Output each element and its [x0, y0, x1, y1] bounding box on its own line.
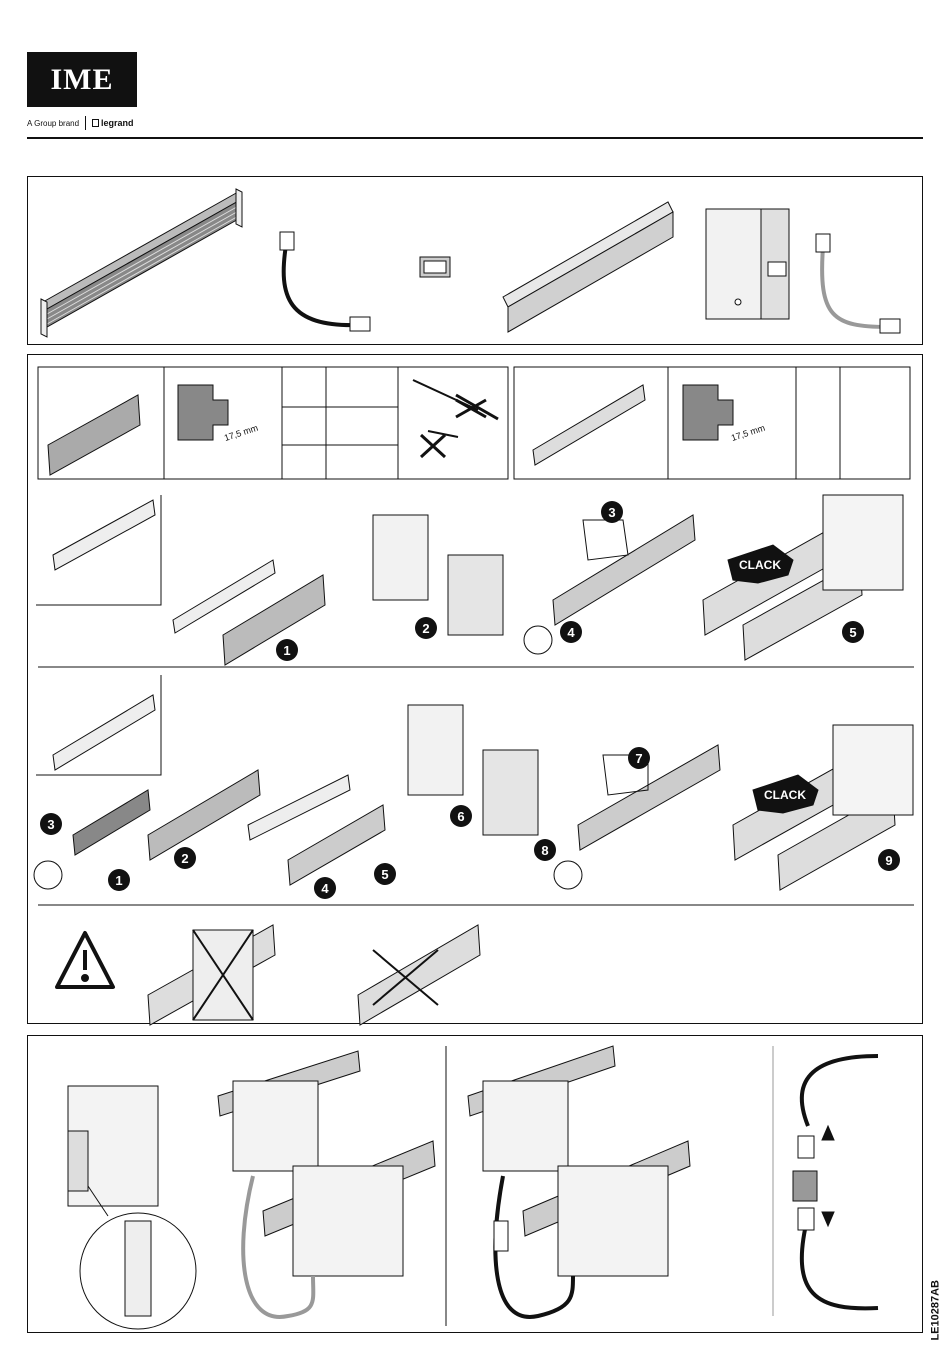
step-badge: 7 [628, 747, 650, 769]
step-badge: 4 [314, 877, 336, 899]
rail-detail-top [36, 495, 161, 605]
step-badge: 3 [40, 813, 62, 835]
step5-illustration [703, 495, 903, 660]
warning-icon [57, 933, 113, 987]
clack-label-bottom: CLACK [755, 785, 815, 805]
installation-illustrations [28, 355, 924, 1025]
step6-illustration [408, 705, 538, 835]
step-badge: 4 [560, 621, 582, 643]
step2-illustration [373, 515, 503, 635]
cable-coupling-detail [773, 1046, 878, 1316]
brand-logo: IME [27, 52, 137, 107]
step-badge: 2 [174, 847, 196, 869]
coupler-illustration [420, 257, 450, 277]
header-rule [27, 137, 923, 139]
step-badge: 1 [276, 639, 298, 661]
step3-4-illustration [524, 515, 695, 654]
step-badge: 2 [415, 617, 437, 639]
step-remove-illustration [34, 770, 260, 889]
warning-pull-module-illustration [148, 925, 275, 1025]
group-brand-text: A Group brand [27, 119, 79, 128]
contents-panel [27, 176, 923, 345]
partner-brand-text: legrand [101, 118, 134, 128]
step-badge: 9 [878, 849, 900, 871]
partner-brand: legrand [92, 118, 134, 128]
step-badge: 3 [601, 501, 623, 523]
brand-tagline: A Group brand legrand [27, 116, 134, 130]
screwdriver-forbidden-icon [413, 380, 498, 457]
module-illustration [706, 209, 789, 319]
grey-cable-illustration [816, 234, 900, 333]
module-profile-icon-left [178, 385, 228, 440]
step-badge: 5 [842, 621, 864, 643]
document-code: LE10287AB [930, 1280, 942, 1341]
busbar-illustration [41, 189, 242, 337]
black-cable-illustration [280, 232, 370, 331]
rail-detail-bottom [36, 675, 161, 775]
clack-label-top: CLACK [730, 555, 790, 575]
connection-illustrations [28, 1036, 924, 1334]
installation-panel: 17,5 mm 17,5 mm CLACK CLACK 1 2 3 4 5 3 … [27, 354, 923, 1024]
contents-illustrations [28, 177, 924, 346]
busbar-small-icon [48, 395, 140, 475]
warning-cut-illustration [358, 925, 480, 1025]
black-cable-connection [468, 1046, 690, 1317]
legrand-mark-icon [92, 119, 99, 127]
step-badge: 1 [108, 869, 130, 891]
cover-strip-illustration [503, 202, 673, 332]
logo-text: IME [51, 63, 114, 97]
grey-cable-connection [218, 1051, 435, 1317]
cover-small-icon [533, 385, 645, 465]
connection-panel [27, 1035, 923, 1333]
module-profile-icon-right [683, 385, 733, 440]
step-badge: 5 [374, 863, 396, 885]
step-badge: 8 [534, 839, 556, 861]
step-badge: 6 [450, 805, 472, 827]
step4-5-illustration [248, 775, 385, 885]
brand-separator [85, 116, 86, 130]
step1-illustration [173, 560, 325, 665]
module-port-detail [68, 1086, 196, 1329]
